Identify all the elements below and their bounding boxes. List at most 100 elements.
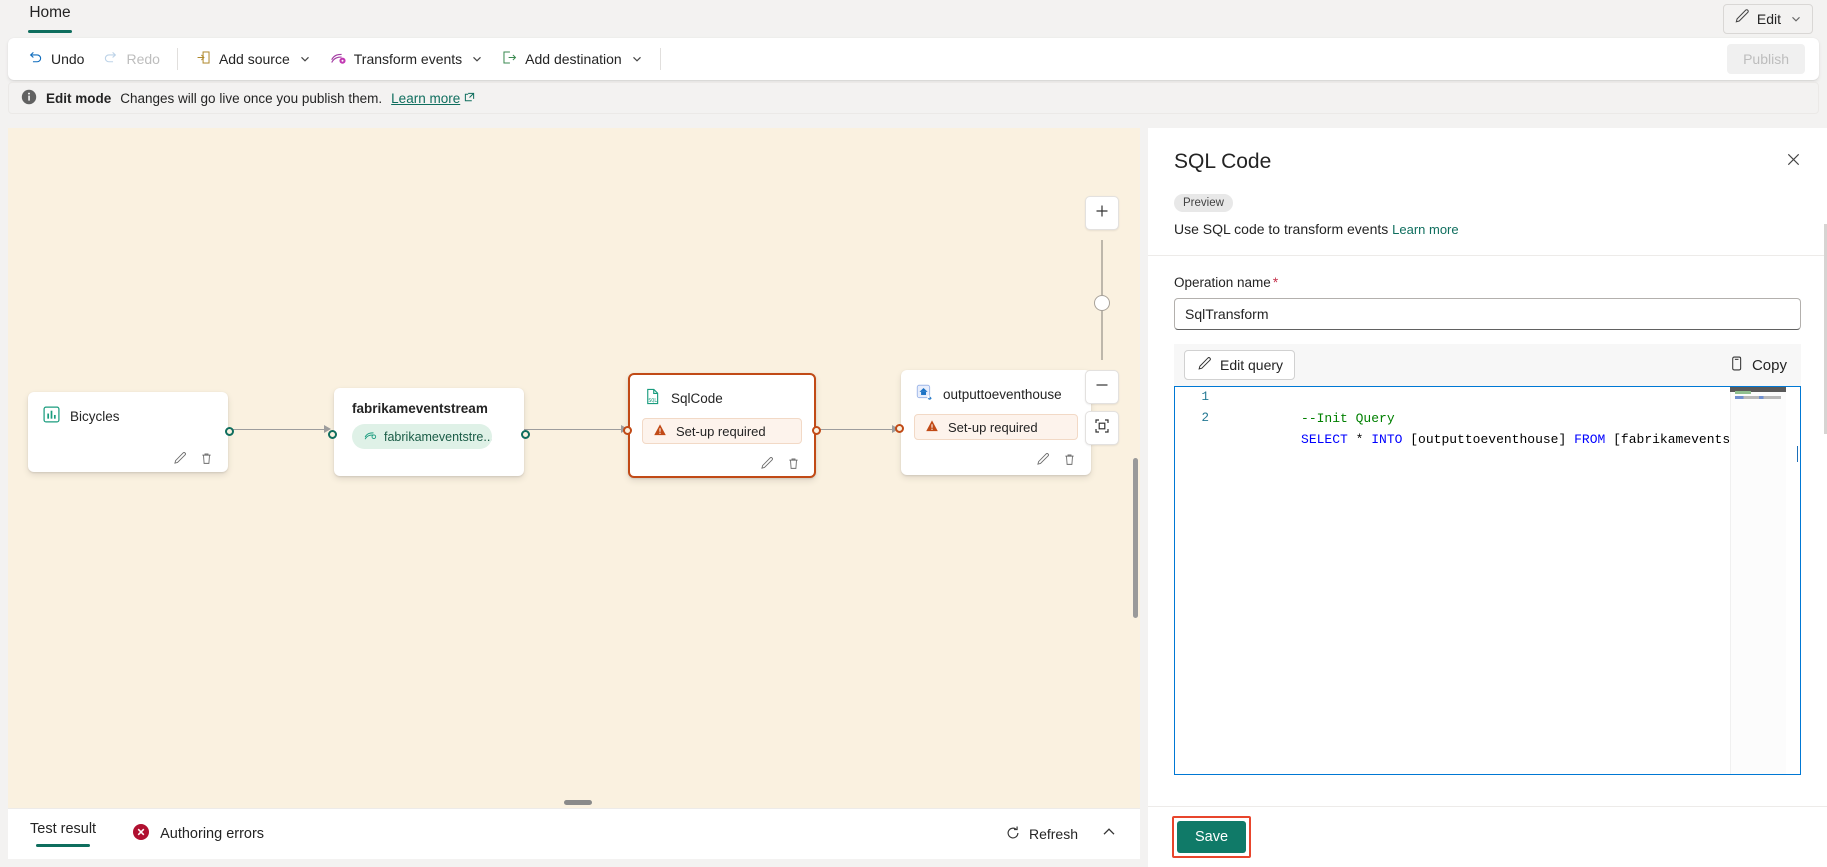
eventstream-icon [363,428,377,445]
node-input-port[interactable] [623,426,632,435]
panel-close-button[interactable] [1779,148,1807,176]
pencil-icon[interactable] [759,456,774,471]
pencil-icon[interactable] [172,451,187,466]
trash-icon[interactable] [1062,452,1077,467]
panel-learn-more-link[interactable]: Learn more [1392,222,1459,237]
add-destination-button[interactable]: Add destination [492,44,652,74]
redo-label: Redo [126,51,160,67]
add-source-label: Add source [218,51,290,67]
node-output-port[interactable] [225,427,234,436]
canvas-node-bicycles[interactable]: Bicycles [28,392,234,472]
add-source-button[interactable]: Add source [186,44,320,74]
canvas-vertical-scrollbar[interactable] [1133,458,1138,618]
node-input-port[interactable] [895,424,904,433]
eventstream-canvas[interactable]: Bicycles fabrikameventstream fab [8,128,1140,808]
operation-name-label-text: Operation name [1174,275,1271,290]
code-minimap[interactable] [1730,387,1786,774]
bottom-panel-bar: Test result Authoring errors Refresh [8,808,1140,859]
edge-stream-to-sqlcode [523,429,623,430]
redo-icon [102,49,119,69]
zoom-slider-track[interactable] [1094,240,1110,360]
publish-button[interactable]: Publish [1727,44,1805,74]
minimap-slider[interactable] [1730,387,1786,392]
add-destination-label: Add destination [525,51,622,67]
edit-query-button[interactable]: Edit query [1184,350,1296,380]
edge-bicycles-to-stream [228,429,326,430]
operation-name-input[interactable] [1174,298,1801,330]
transform-events-label: Transform events [353,51,463,67]
copy-button[interactable]: Copy [1728,355,1791,376]
edit-mode-button[interactable]: Edit [1722,4,1813,34]
copy-label: Copy [1751,356,1787,374]
copy-icon [1728,355,1745,376]
code-line: --Init Query [1223,387,1800,426]
tab-test-result[interactable]: Test result [30,809,96,860]
undo-label: Undo [51,51,85,67]
code-line-number: 1 [1201,390,1209,404]
zoom-in-button[interactable] [1085,196,1119,230]
canvas-resize-handle[interactable] [564,800,592,805]
panel-footer: Save [1148,806,1827,867]
refresh-label: Refresh [1028,826,1078,842]
node-actions [902,440,1090,476]
add-source-icon [195,49,212,69]
save-button[interactable]: Save [1177,821,1247,853]
external-link-icon [464,91,475,106]
node-output-port[interactable] [812,426,821,435]
chevron-up-icon[interactable] [1100,823,1118,846]
refresh-button[interactable]: Refresh [1005,825,1078,844]
edit-mode-title: Edit mode [46,90,112,106]
node-input-port[interactable] [328,430,337,439]
code-token-keyword: FROM [1574,432,1606,447]
save-button-highlight: Save [1172,816,1252,858]
code-content[interactable]: --Init Query SELECT * INTO [outputtoeven… [1223,387,1800,447]
authoring-errors-label: Authoring errors [160,826,265,842]
redo-button[interactable]: Redo [93,44,168,74]
node-status-label: Set-up required [948,419,1038,435]
tab-home-active-indicator [28,29,72,33]
top-bar: Home Edit [0,0,1827,38]
undo-button[interactable]: Undo [18,44,93,74]
pencil-icon [1733,8,1750,30]
operation-name-label: Operation name* [1174,275,1827,290]
node-header: outputtoeventhouse [902,371,1090,405]
ribbon-divider [176,48,178,70]
preview-badge: Preview [1174,194,1233,212]
chevron-down-icon [299,53,311,65]
node-title-label: SqlCode [671,390,723,406]
learn-more-link[interactable]: Learn more [391,91,475,106]
error-circle-icon [132,823,150,845]
code-vertical-scrollbar[interactable] [1787,387,1800,774]
query-editor-toolbar: Edit query Copy [1174,344,1801,386]
edge-sqlcode-to-eventhouse [819,429,894,430]
sql-code-editor[interactable]: 1 2 --Init Query SELECT * INTO [outputto… [1174,386,1801,775]
code-token-keyword: SELECT [1301,432,1348,447]
command-ribbon: Undo Redo Add source [8,38,1819,80]
canvas-node-sqlcode[interactable]: SQL SqlCode Set-up required [623,373,821,478]
transform-events-button[interactable]: Transform events [320,44,492,74]
code-token-comment: --Init Query [1301,411,1395,426]
minus-icon [1094,377,1110,398]
pencil-icon[interactable] [1035,452,1050,467]
zoom-out-button[interactable] [1085,370,1119,404]
tab-test-result-label: Test result [30,821,97,837]
node-output-port[interactable] [521,430,530,439]
tab-home[interactable]: Home [20,0,80,38]
pencil-icon [1196,356,1212,375]
panel-title: SQL Code [1174,150,1272,173]
code-caret [1797,446,1798,462]
canvas-node-outputtoeventhouse[interactable]: outputtoeventhouse Set-up required [895,370,1091,476]
panel-scrollbar[interactable] [1824,224,1827,434]
trash-icon[interactable] [199,451,214,466]
authoring-errors-item[interactable]: Authoring errors [132,823,264,845]
trash-icon[interactable] [786,456,801,471]
code-line-number: 2 [1201,411,1209,425]
code-token-plain: [fabrikameventstr [1605,432,1746,447]
zoom-slider-handle[interactable] [1094,295,1110,311]
node-status-badge: Set-up required [642,418,802,444]
panel-description: Use SQL code to transform events Learn m… [1174,221,1827,237]
fit-to-screen-button[interactable] [1085,411,1119,445]
code-token-plain: [outputtoeventhouse] [1402,432,1575,447]
canvas-node-fabrikameventstream[interactable]: fabrikameventstream fabrikameventstre... [328,388,530,476]
